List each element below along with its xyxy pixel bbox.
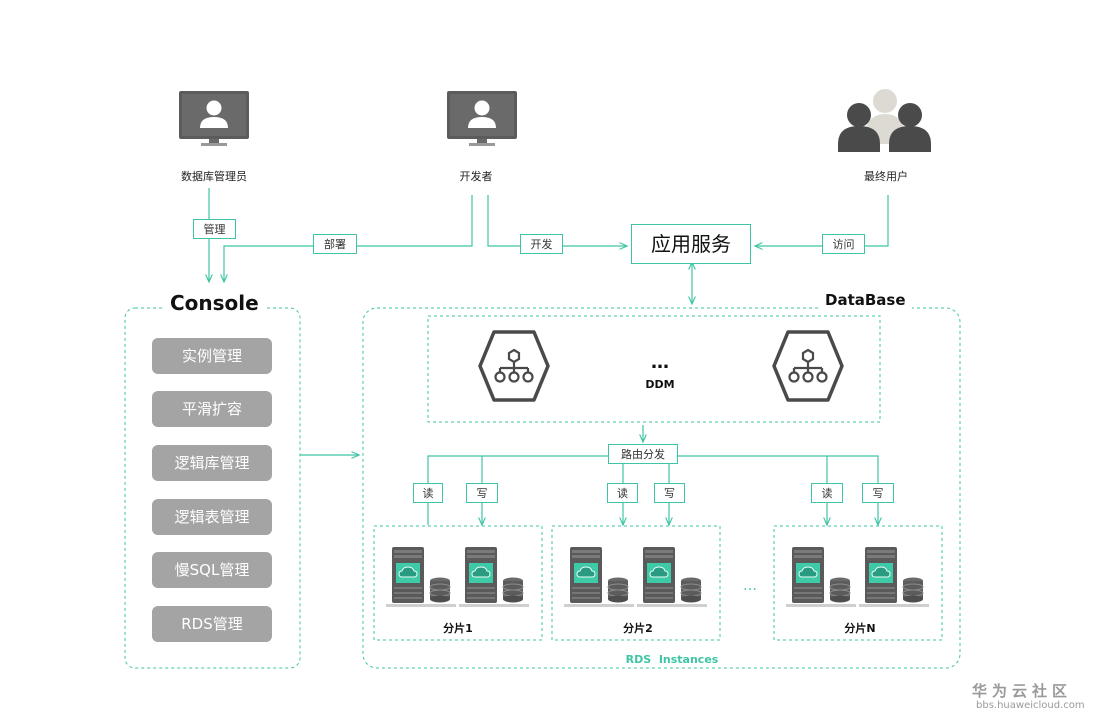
edge-label-read: 读: [607, 483, 638, 503]
rds-server-icon: [785, 546, 857, 608]
shard-box: [373, 525, 543, 641]
rds-server-icon: [458, 546, 530, 608]
watermark-url: bbs.huaweicloud.com: [976, 700, 1085, 711]
rds-server-icon: [858, 546, 930, 608]
end-users-group-icon: [838, 89, 931, 152]
edge-label-read: 读: [811, 483, 843, 503]
console-rds-manage-button[interactable]: RDS管理: [152, 606, 272, 642]
console-smooth-scaling-button[interactable]: 平滑扩容: [152, 391, 272, 427]
dba-label: 数据库管理员: [181, 170, 247, 183]
ddm-label: DDM: [645, 378, 675, 391]
rds-server-icon: [636, 546, 708, 608]
console-logical-table-manage-button[interactable]: 逻辑表管理: [152, 499, 272, 535]
edge-label-read: 读: [413, 483, 443, 503]
console-instance-manage-button[interactable]: 实例管理: [152, 338, 272, 374]
console-title: Console: [164, 291, 265, 315]
shard-n-label: 分片N: [844, 622, 876, 635]
edge-label-deploy: 部署: [313, 234, 357, 254]
developer-monitor-user-icon: [447, 91, 517, 146]
console-logical-db-manage-button[interactable]: 逻辑库管理: [152, 445, 272, 481]
edge-label-develop: 开发: [520, 234, 563, 254]
console-slow-sql-manage-button[interactable]: 慢SQL管理: [152, 552, 272, 588]
watermark-logo-text: 华为云社区: [972, 682, 1073, 700]
dba-monitor-user-icon: [179, 91, 249, 146]
edge-label-routing: 路由分发: [608, 444, 678, 464]
ddm-node-hexagon-icon: [478, 330, 550, 402]
shard-box: [551, 525, 721, 641]
edge-label-manage: 管理: [193, 219, 236, 239]
edge-label-access: 访问: [822, 234, 865, 254]
rds-instances-label: RDS Instances: [625, 653, 719, 666]
shard-2-label: 分片2: [623, 622, 653, 635]
rds-server-icon: [385, 546, 457, 608]
app-service-box: 应用服务: [631, 224, 751, 264]
rds-server-icon: [563, 546, 635, 608]
shard-box: [773, 525, 943, 641]
database-group-border: [362, 307, 961, 669]
ddm-cluster-box: [427, 315, 881, 423]
edge-label-write: 写: [466, 483, 498, 503]
shard-1-label: 分片1: [443, 622, 473, 635]
developer-label: 开发者: [459, 170, 493, 183]
database-title: DataBase: [819, 291, 912, 309]
ddm-node-hexagon-icon: [772, 330, 844, 402]
edge-label-write: 写: [862, 483, 894, 503]
ddm-ellipsis: …: [651, 352, 669, 373]
console-group-border: [124, 307, 301, 669]
shard-ellipsis: …: [743, 578, 759, 594]
edge-label-write: 写: [654, 483, 685, 503]
end-users-label: 最终用户: [864, 170, 908, 183]
